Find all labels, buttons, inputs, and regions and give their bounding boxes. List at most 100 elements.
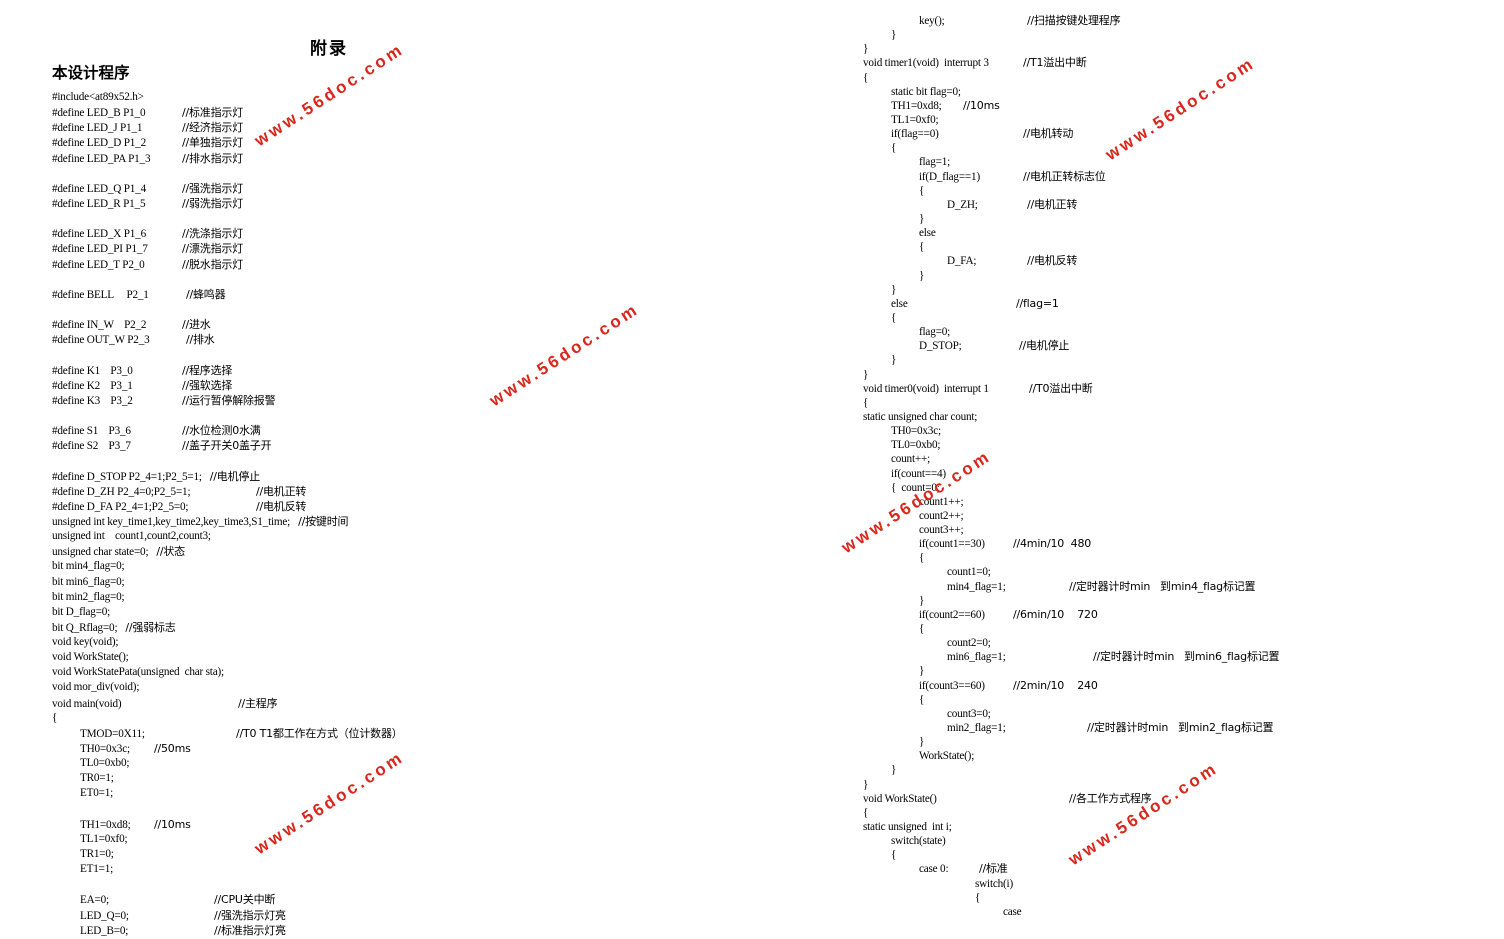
code-line: #define D_FA P2_4=1;P2_5=0;//电机反转 bbox=[52, 499, 403, 514]
code-line: ET0=1; bbox=[52, 786, 403, 801]
code-text: } bbox=[891, 764, 897, 777]
code-line: unsigned int key_time1,key_time2,key_tim… bbox=[52, 514, 403, 529]
code-text: #define LED_T P2_0 bbox=[52, 258, 145, 271]
code-line: count++; bbox=[863, 452, 1279, 466]
code-comment: //强软选择 bbox=[182, 378, 233, 392]
code-line: ET1=1; bbox=[52, 862, 403, 877]
code-text: switch(state) bbox=[891, 835, 946, 848]
code-line: count3++; bbox=[863, 523, 1279, 537]
code-text: { bbox=[919, 693, 925, 706]
code-text: #define S2 P3_7 bbox=[52, 440, 131, 453]
code-line: bit D_flag=0; bbox=[52, 605, 403, 620]
code-line: void WorkState(); bbox=[52, 650, 403, 665]
code-comment: //电机正转 bbox=[1027, 197, 1078, 211]
code-text: if(count3==60) bbox=[919, 679, 985, 692]
code-line: } bbox=[863, 368, 1279, 382]
code-line bbox=[52, 272, 403, 287]
code-line: #define LED_T P2_0//脱水指示灯 bbox=[52, 257, 403, 272]
code-text: #define S1 P3_6 bbox=[52, 425, 131, 438]
code-text: void timer0(void) interrupt 1 bbox=[863, 382, 989, 395]
code-comment: //10ms bbox=[963, 98, 1000, 112]
code-text: TR1=0; bbox=[80, 848, 114, 861]
code-line: void timer0(void) interrupt 1//T0溢出中断 bbox=[863, 382, 1279, 396]
code-text: #define LED_PA P1_3 bbox=[52, 152, 151, 165]
code-line: TR0=1; bbox=[52, 771, 403, 786]
code-comment: //排水指示灯 bbox=[182, 151, 244, 165]
code-line: bit min2_flag=0; bbox=[52, 590, 403, 605]
code-comment: //电机反转 bbox=[256, 499, 307, 513]
code-text: #define K3 P3_2 bbox=[52, 394, 133, 407]
code-text: } bbox=[919, 212, 925, 225]
right-code-listing: key(); //扫描按键处理程序}} void timer1(void) inte… bbox=[863, 14, 1280, 919]
code-comment: //水位检测0水满 bbox=[182, 424, 261, 438]
code-text: count3=0; bbox=[947, 707, 991, 720]
code-line: void timer1(void) interrupt 3//T1溢出中断 bbox=[863, 56, 1279, 70]
code-comment: //flag=1 bbox=[1016, 296, 1059, 310]
code-text: #define LED_D P1_2 bbox=[52, 137, 146, 150]
code-line: { bbox=[863, 311, 1279, 325]
code-text: LED_B=0; bbox=[80, 924, 129, 937]
code-comment: //各工作方式程序 bbox=[1069, 791, 1152, 805]
code-line: static bit flag=0; bbox=[863, 85, 1279, 99]
code-text: #define K1 P3_0 bbox=[52, 364, 133, 377]
code-line: #include<at89x52.h> bbox=[52, 90, 403, 105]
code-comment: //10ms bbox=[154, 817, 191, 831]
code-text: static bit flag=0; bbox=[891, 85, 961, 98]
code-line bbox=[52, 408, 403, 423]
code-comment: //扫描按键处理程序 bbox=[1027, 14, 1121, 27]
code-line: EA=0;//CPU关中断 bbox=[52, 892, 403, 907]
code-line: if(flag==0)//电机转动 bbox=[863, 127, 1279, 141]
code-text: TH1=0xd8; bbox=[80, 818, 131, 831]
code-text: #include<at89x52.h> bbox=[52, 91, 144, 103]
code-line: #define K2 P3_1//强软选择 bbox=[52, 378, 403, 393]
code-line: { bbox=[863, 551, 1279, 565]
code-comment: //运行暂停解除报警 bbox=[182, 393, 276, 407]
code-line: case 0://标准 bbox=[863, 862, 1279, 876]
code-line: static unsigned char count; bbox=[863, 410, 1279, 424]
code-line: { bbox=[863, 71, 1279, 85]
code-text: ET1=1; bbox=[80, 863, 114, 876]
code-line: } bbox=[863, 664, 1279, 678]
code-text: } bbox=[919, 665, 925, 678]
code-text: void WorkStatePata(unsigned char sta); bbox=[52, 666, 224, 679]
code-line: #define LED_PA P1_3 //排水指示灯 bbox=[52, 151, 403, 166]
code-text: if(count2==60) bbox=[919, 608, 985, 621]
code-text: { bbox=[919, 184, 925, 197]
code-text: void main(void) bbox=[52, 697, 122, 710]
code-comment: //2min/10 240 bbox=[1013, 678, 1098, 692]
code-line: TMOD=0X11;//T0 T1都工作在方式（位计数器） bbox=[52, 726, 403, 741]
code-text: count1=0; bbox=[947, 566, 991, 579]
code-comment: //定时器计时min 到min4_flag标记置 bbox=[1069, 579, 1256, 593]
code-line: flag=1; bbox=[863, 155, 1279, 169]
code-comment: //电机反转 bbox=[1027, 254, 1078, 268]
code-line: { bbox=[863, 141, 1279, 155]
code-comment: //4min/10 480 bbox=[1013, 537, 1092, 551]
code-line: if(count2==60)//6min/10 720 bbox=[863, 608, 1279, 622]
code-text: if(flag==0) bbox=[891, 128, 939, 141]
code-line: flag=0; bbox=[863, 325, 1279, 339]
code-text: } bbox=[891, 354, 897, 367]
code-comment: //电机停止 bbox=[209, 469, 260, 483]
code-text: if(D_flag==1) bbox=[919, 170, 980, 183]
code-text: TH0=0x3c; bbox=[891, 425, 941, 438]
code-text: bit D_flag=0; bbox=[52, 605, 111, 618]
code-line: } bbox=[863, 763, 1279, 777]
appendix-title: 附录 bbox=[310, 39, 348, 59]
code-line: void key(void); bbox=[52, 635, 403, 650]
code-line: if(D_flag==1)//电机正转标志位 bbox=[863, 170, 1279, 184]
code-text: LED_Q=0; bbox=[80, 909, 129, 922]
code-line: unsigned int count1,count2,count3; bbox=[52, 529, 403, 544]
code-comment: //电机停止 bbox=[1019, 339, 1070, 353]
code-text: if(count1==30) bbox=[919, 538, 985, 551]
code-text: { bbox=[919, 552, 925, 565]
code-text: TH0=0x3c; bbox=[80, 743, 130, 756]
code-line: if(count==4) bbox=[863, 467, 1279, 481]
code-text: bit min2_flag=0; bbox=[52, 590, 125, 603]
code-text: { bbox=[863, 71, 869, 84]
code-comment: //CPU关中断 bbox=[214, 893, 276, 907]
code-text: void key(void); bbox=[52, 636, 119, 649]
code-line: { bbox=[863, 396, 1279, 410]
code-comment: //状态 bbox=[156, 545, 185, 559]
code-text: min2_flag=1; bbox=[947, 722, 1006, 735]
code-text: key(); bbox=[919, 15, 945, 27]
